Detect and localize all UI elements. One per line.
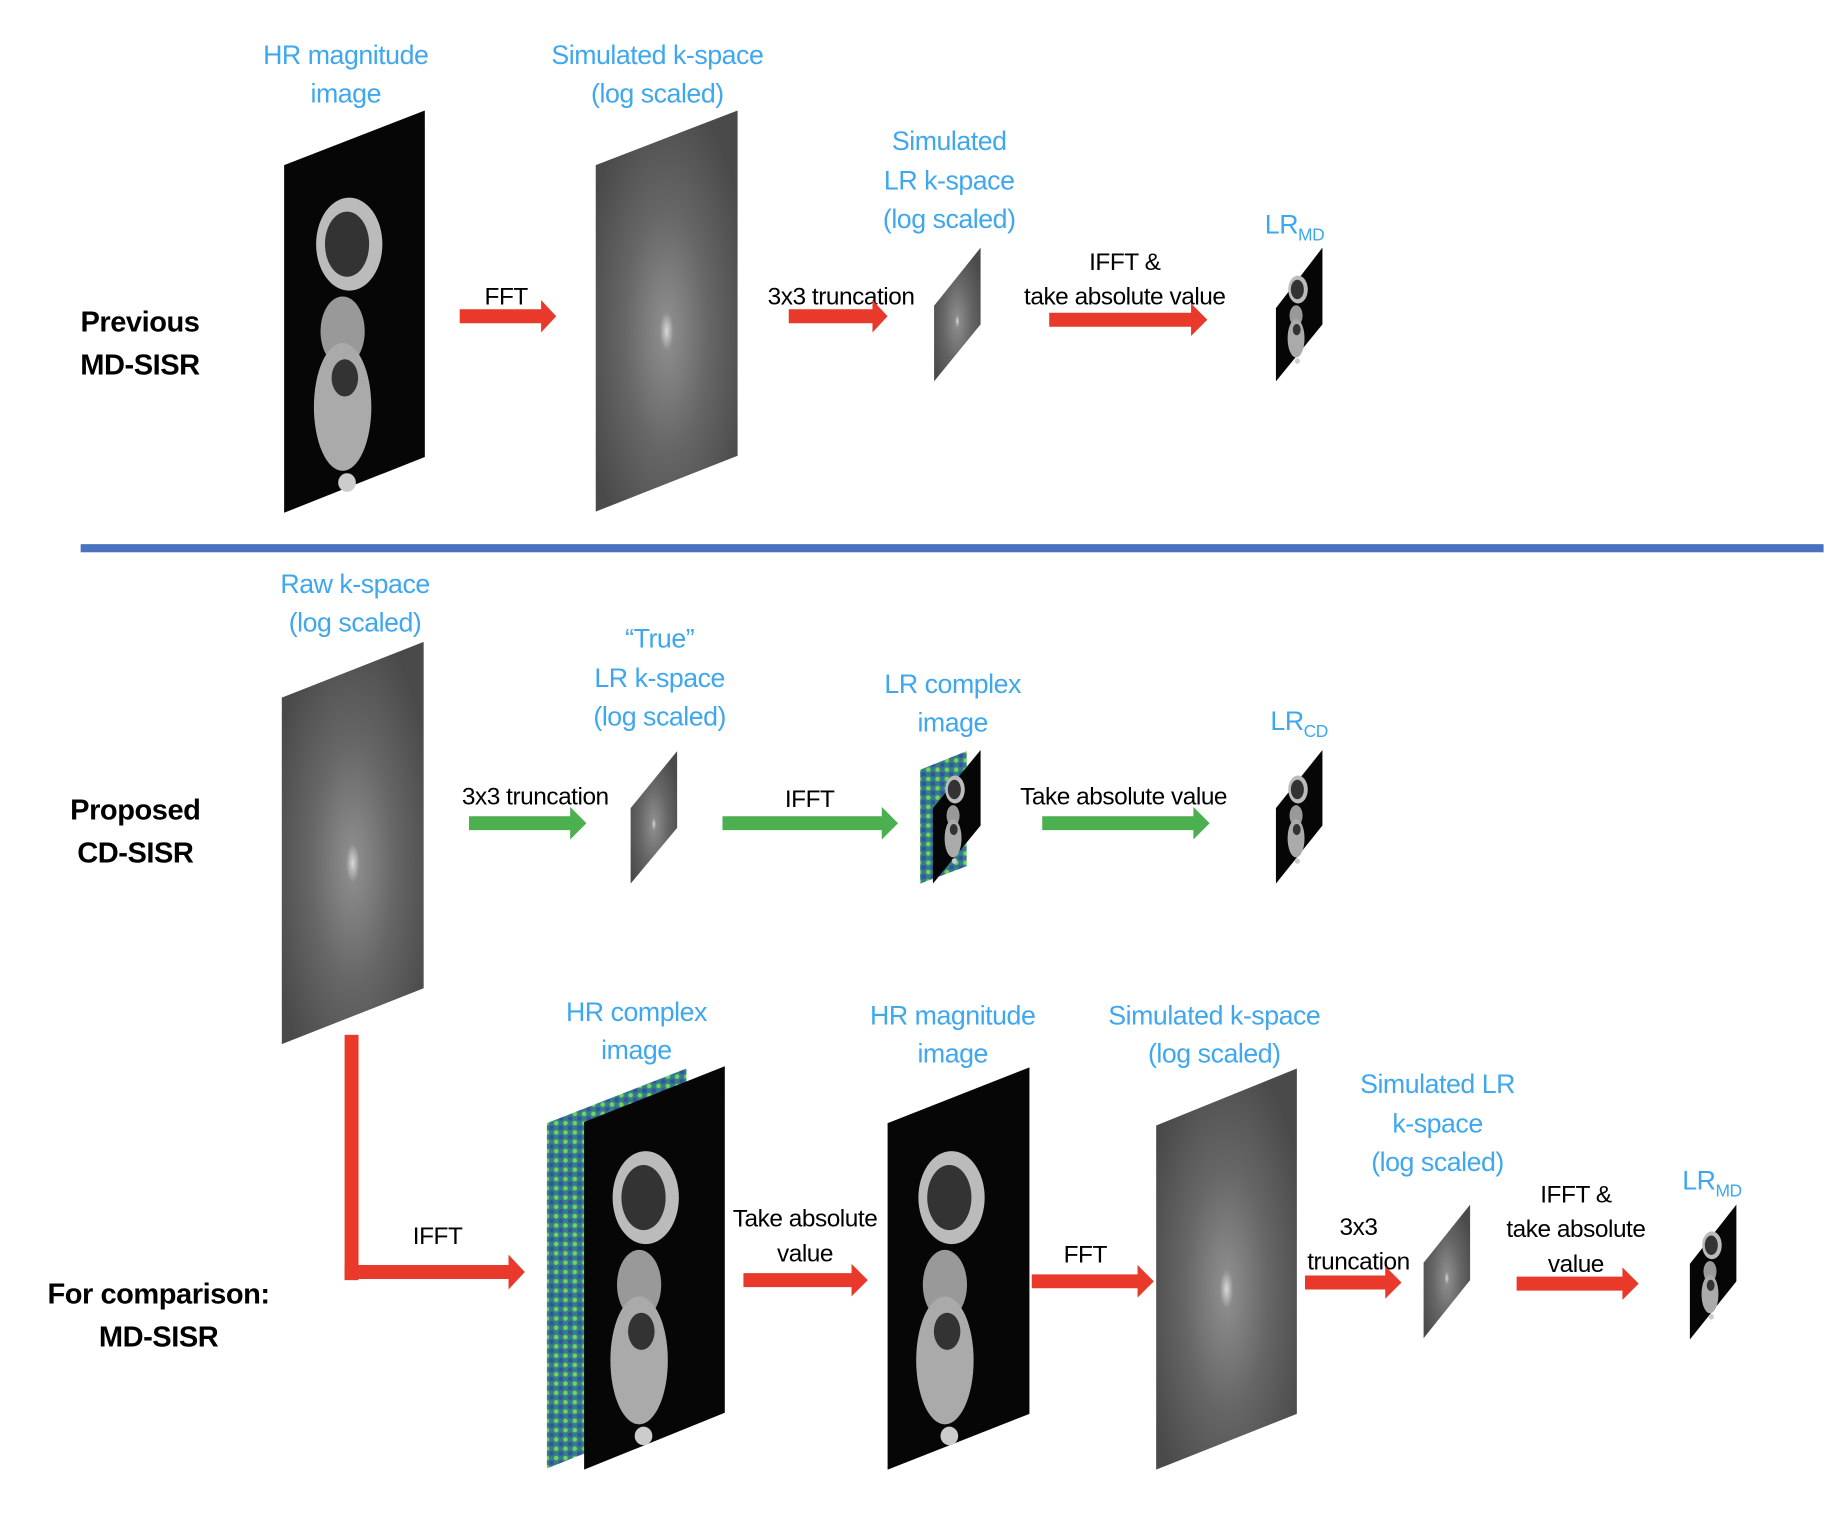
hr-magnitude-image [284,110,425,513]
svg-text:LR complex: LR complex [884,669,1022,699]
sim-lr-kspace-label: Simulated LR k-space (log scaled) [883,126,1016,234]
section-divider [80,544,1824,553]
svg-text:“True”: “True” [625,624,694,654]
svg-text:LR k-space: LR k-space [884,166,1015,196]
svg-text:3x3: 3x3 [1340,1214,1378,1241]
svg-text:(log scaled): (log scaled) [289,607,422,637]
lr-complex-image [920,749,981,884]
svg-text:image: image [917,1039,988,1069]
green-truncation-arrow: 3x3 truncation [462,784,609,840]
true-lr-kspace-image [630,751,678,884]
svg-text:Take absolute: Take absolute [733,1206,878,1233]
svg-text:image: image [601,1035,672,1065]
svg-text:CD-SISR: CD-SISR [77,838,194,870]
svg-text:Simulated k-space: Simulated k-space [1108,1000,1320,1030]
svg-text:HR magnitude: HR magnitude [263,40,428,70]
svg-text:For comparison:: For comparison: [47,1278,269,1310]
sim-kspace-image [595,110,738,512]
bottom-row-label: For comparison: MD-SISR [47,1278,270,1353]
lr-md-image [1275,247,1323,382]
sim-lr-kspace-image [934,247,981,382]
svg-text:image: image [311,78,382,108]
svg-text:HR complex: HR complex [566,997,708,1027]
fft-arrow-bottom: FFT [1031,1242,1154,1298]
svg-text:HR magnitude: HR magnitude [870,1000,1035,1030]
hr-complex-label: HR complex image [566,997,709,1065]
abs-arrow: Take absolute value [733,1206,878,1297]
svg-text:k-space: k-space [1392,1108,1482,1138]
hr-complex-image [546,1066,725,1470]
svg-text:take absolute value: take absolute value [1024,284,1225,311]
svg-text:MD-SISR: MD-SISR [99,1321,219,1353]
ifft-abs-arrow-bottom: IFFT & take absolute value [1506,1181,1646,1300]
svg-text:IFFT: IFFT [413,1223,463,1250]
raw-kspace-image [281,641,424,1045]
lr-md-image-bottom [1689,1204,1737,1340]
svg-text:value: value [1548,1251,1604,1278]
green-abs-arrow: Take absolute value [1020,784,1228,840]
lr-md-label-bottom: LRMD [1682,1165,1741,1200]
svg-text:(log scaled): (log scaled) [591,78,724,108]
lr-cd-label: LRCD [1270,706,1328,741]
svg-text:LR k-space: LR k-space [594,663,725,693]
svg-text:3x3 truncation: 3x3 truncation [462,784,609,811]
top-row-label: Previous MD-SISR [80,306,200,381]
raw-kspace-label: Raw k-space (log scaled) [280,569,430,637]
svg-text:Simulated k-space: Simulated k-space [551,40,763,70]
svg-text:Take absolute value: Take absolute value [1020,784,1227,811]
svg-text:Proposed: Proposed [70,795,200,827]
hr-magnitude-label: HR magnitude image [263,40,429,108]
svg-text:image: image [917,707,988,737]
truncation-arrow-bottom: 3x3 truncation [1304,1214,1410,1299]
svg-text:Simulated LR: Simulated LR [1360,1069,1515,1099]
l-shaped-ifft-arrow: IFFT [344,1034,525,1290]
svg-text:(log scaled): (log scaled) [1371,1147,1504,1177]
truncation-arrow: 3x3 truncation [768,284,915,333]
lr-complex-label: LR complex image [884,669,1022,737]
svg-text:Raw k-space: Raw k-space [280,569,429,599]
svg-text:Previous: Previous [80,306,199,338]
sim-lr-kspace-label-bottom: Simulated LR k-space (log scaled) [1360,1069,1516,1177]
svg-text:value: value [777,1241,833,1268]
true-lr-kspace-label: “True” LR k-space (log scaled) [593,624,726,732]
svg-text:FFT: FFT [485,284,529,311]
lr-cd-image [1275,749,1323,884]
sim-lr-kspace-image-bottom [1423,1204,1471,1339]
fft-arrow: FFT [459,284,557,333]
svg-text:IFFT &: IFFT & [1540,1181,1612,1208]
svg-text:(log scaled): (log scaled) [1148,1039,1281,1069]
svg-text:IFFT &: IFFT & [1089,249,1161,276]
hr-magnitude-label-bottom: HR magnitude image [870,1000,1036,1069]
green-ifft-arrow: IFFT [722,786,899,840]
ifft-abs-arrow: IFFT & take absolute value [1024,249,1226,337]
svg-text:MD-SISR: MD-SISR [80,349,200,381]
svg-text:FFT: FFT [1064,1242,1108,1269]
hr-magnitude-image-bottom [887,1067,1030,1470]
sim-kspace-label: Simulated k-space (log scaled) [551,40,763,108]
svg-text:Simulated: Simulated [892,126,1007,156]
sim-kspace-label-bottom: Simulated k-space (log scaled) [1108,1000,1320,1068]
svg-text:3x3 truncation: 3x3 truncation [768,284,915,311]
sim-kspace-image-bottom [1156,1068,1297,1470]
svg-text:take absolute: take absolute [1506,1216,1645,1243]
svg-text:(log scaled): (log scaled) [593,702,726,732]
svg-text:IFFT: IFFT [785,786,835,813]
svg-text:truncation: truncation [1307,1249,1410,1276]
svg-text:(log scaled): (log scaled) [883,204,1016,234]
lr-md-label: LRMD [1265,210,1324,245]
middle-row-label: Proposed CD-SISR [70,795,201,870]
